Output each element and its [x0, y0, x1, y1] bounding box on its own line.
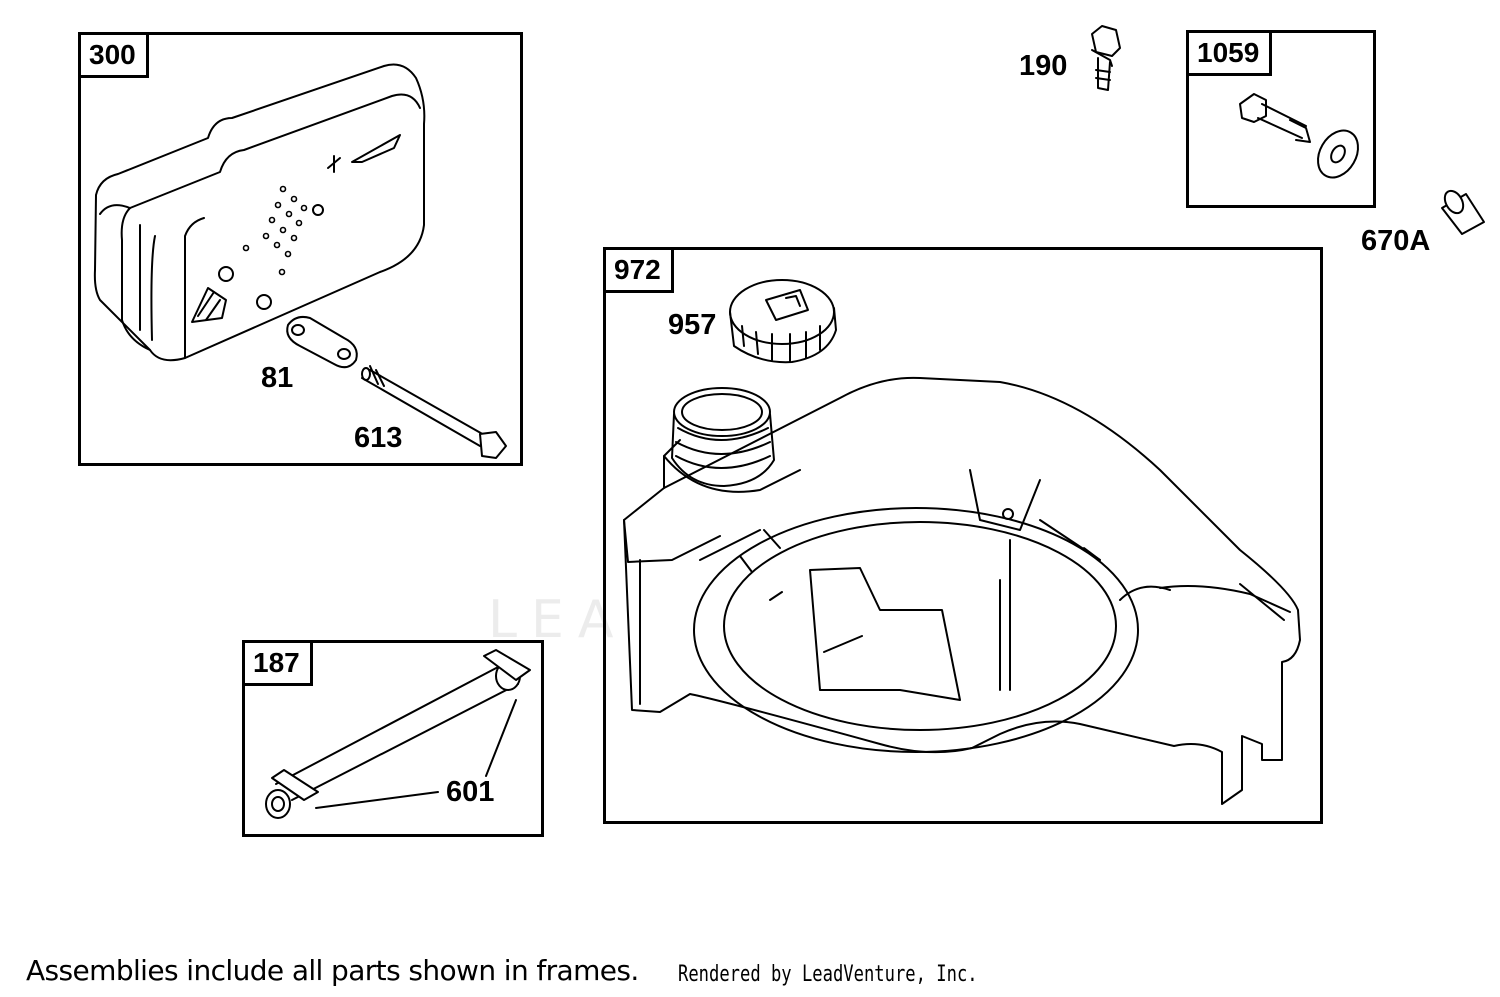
callout-spacer: 670A — [1361, 225, 1431, 257]
footer-note: Assemblies include all parts shown in fr… — [26, 954, 639, 987]
footer-credit: Rendered by LeadVenture, Inc. — [678, 962, 978, 987]
washer-part — [1317, 129, 1359, 179]
frame-fuel-tank-label: 972 — [606, 250, 674, 293]
frame-hardware-label: 1059 — [1189, 33, 1273, 76]
frame-hardware: 1059 — [1186, 30, 1376, 208]
callout-bolt-190: 190 — [1019, 50, 1068, 82]
callout-long-bolt: 613 — [354, 422, 403, 454]
bracket-part — [286, 315, 358, 369]
frame-muffler: 300 — [78, 32, 523, 466]
callout-fuel-cap: 957 — [668, 309, 717, 341]
frame-fuel-tube: 187 — [242, 640, 544, 837]
muffler-part — [93, 63, 426, 362]
callout-tube-clamps: 601 — [446, 776, 495, 808]
long-bolt-part — [361, 365, 507, 459]
fuel-tank-part — [623, 376, 1301, 805]
filler-neck-part — [663, 387, 801, 493]
frame-muffler-label: 300 — [81, 35, 149, 78]
shoulder-bolt-part — [1239, 93, 1311, 143]
fuel-cap-part — [729, 279, 837, 364]
frame-fuel-tank: 972 — [603, 247, 1323, 824]
frame-fuel-tube-label: 187 — [245, 643, 313, 686]
bolt-190-part — [1091, 25, 1121, 91]
spacer-part — [1441, 189, 1485, 235]
callout-bracket: 81 — [261, 362, 294, 394]
fuel-tube-part — [265, 649, 531, 819]
